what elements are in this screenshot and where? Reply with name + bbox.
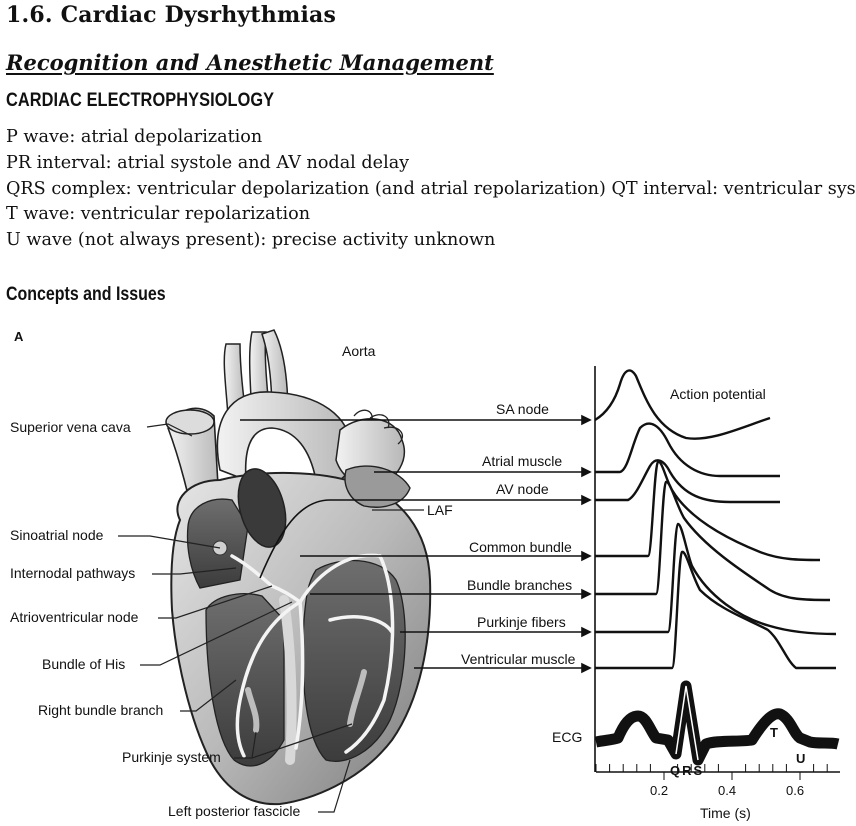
ecg-wave-p: P (629, 734, 638, 749)
definition-t-wave: T wave: ventricular repolarization (6, 204, 311, 225)
label-left-posterior-fascicle: Left posterior fascicle (168, 803, 300, 819)
label-sinoatrial-node: Sinoatrial node (10, 527, 104, 543)
time-axis: 0.2 0.4 0.6 Time (s) (595, 764, 840, 821)
anatomy-labels: Superior vena cava Sinoatrial node Inter… (10, 419, 353, 819)
definition-u-wave: U wave (not always present): precise act… (6, 230, 496, 251)
section-heading: CARDIAC ELECTROPHYSIOLOGY (6, 90, 275, 111)
laf-label: LAF (427, 502, 453, 518)
label-internodal-pathways: Internodal pathways (10, 565, 135, 581)
page-title: 1.6. Cardiac Dysrhythmias (6, 2, 337, 28)
concepts-heading: Concepts and Issues (6, 284, 166, 305)
tick-label-0-6: 0.6 (786, 783, 804, 798)
heart-illustration (165, 329, 432, 806)
tissue-label-bundle-branches: Bundle branches (467, 577, 572, 593)
time-axis-label: Time (s) (700, 805, 751, 821)
tissue-labels: SA node Atrial muscle AV node Common bun… (461, 401, 576, 667)
ecg-label: ECG (552, 729, 582, 745)
definition-list: P wave: atrial depolarization PR interva… (6, 125, 856, 254)
panel-label: A (14, 329, 24, 344)
ecg-wave-u: U (796, 751, 805, 766)
ecg-qrs-highlight (675, 685, 699, 761)
action-potential-curves (594, 369, 837, 670)
label-bundle-of-his: Bundle of His (42, 656, 125, 672)
definition-qrs-complex: QRS complex: ventricular depolarization … (6, 178, 856, 199)
tissue-label-ventricular-muscle: Ventricular muscle (461, 651, 576, 667)
definition-pr-interval: PR interval: atrial systole and AV nodal… (6, 152, 410, 173)
conduction-system-figure: A (10, 329, 840, 821)
section-subtitle: Recognition and Anesthetic Management (6, 50, 494, 75)
definition-p-wave: P wave: atrial depolarization (6, 127, 263, 147)
ecg-wave-t: T (770, 725, 778, 740)
tick-label-0-2: 0.2 (650, 783, 668, 798)
tissue-label-atrial-muscle: Atrial muscle (482, 453, 562, 469)
tissue-label-purkinje-fibers: Purkinje fibers (477, 614, 566, 630)
ecg-trace (594, 680, 840, 766)
tick-label-0-4: 0.4 (718, 783, 736, 798)
tissue-arrows (240, 414, 592, 674)
label-superior-vena-cava: Superior vena cava (10, 419, 131, 435)
action-potential-label: Action potential (670, 386, 766, 402)
label-purkinje-system: Purkinje system (122, 749, 221, 765)
tissue-label-av-node: AV node (496, 481, 549, 497)
aorta-label: Aorta (342, 343, 376, 359)
ecg-wave-qrs: QRS (670, 763, 704, 778)
label-right-bundle-branch: Right bundle branch (38, 702, 163, 718)
label-atrioventricular-node: Atrioventricular node (10, 609, 139, 625)
tissue-label-common-bundle: Common bundle (469, 539, 572, 555)
tissue-label-sa-node: SA node (496, 401, 549, 417)
